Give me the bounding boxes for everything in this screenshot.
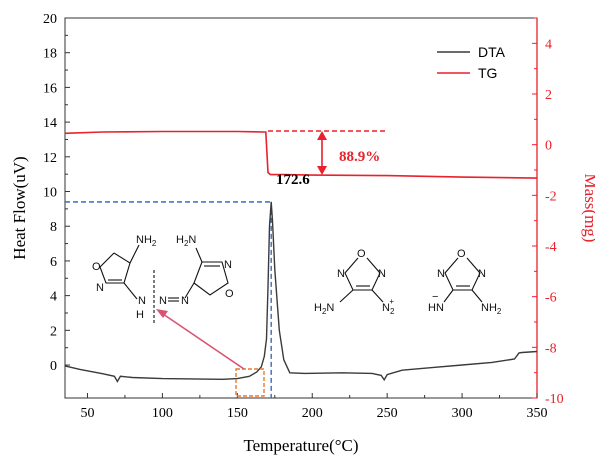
y-tick-label: 20 (43, 12, 57, 27)
left-o-label: O (92, 261, 101, 273)
y-tick-label: 2 (50, 324, 57, 339)
x-tick-label: 350 (527, 406, 548, 421)
diazonium-h2n-label: H2N (314, 302, 334, 316)
diazonium-n1-label: N (337, 268, 345, 280)
legend: DTA TG (437, 44, 506, 81)
anion-hn-label: HN (428, 302, 444, 314)
right-ring-o-label: O (225, 288, 234, 300)
y2-axis-ticks: -10 -8 -6 -4 -2 0 2 4 (532, 17, 564, 407)
azo-n2-label: N (181, 295, 189, 307)
y-tick-label: 0 (50, 359, 57, 374)
y2-axis-title: Mass(mg) (581, 174, 595, 243)
x-tick-label: 200 (302, 406, 323, 421)
y2-tick-label: -6 (545, 291, 557, 306)
x-axis-title: Temperature(°C) (243, 436, 358, 455)
diazonium-n2-label: N (378, 268, 386, 280)
y2-tick-label: -4 (545, 240, 557, 255)
right-ring-n-label: N (224, 259, 232, 271)
left-n-label: N (96, 282, 104, 294)
left-ring-nh2-bond (129, 244, 140, 264)
left-ring-nh-bond (123, 282, 138, 300)
y-tick-label: 14 (43, 116, 57, 131)
y-tick-label: 10 (43, 186, 57, 201)
y-axis-title: Heat Flow(uV) (10, 156, 29, 259)
y2-tick-label: -8 (545, 341, 557, 356)
y2-tick-label: 4 (545, 37, 552, 52)
legend-label-tg: TG (478, 65, 497, 81)
mass-loss-arrow-head-up (317, 131, 327, 140)
anion-ring-bonds (444, 257, 481, 291)
series-line-tg (64, 130, 538, 179)
series-line-dta (64, 201, 538, 383)
anion-n2-label: N (478, 268, 486, 280)
mass-loss-label: 88.9% (339, 149, 380, 165)
y2-tick-label: -10 (545, 392, 564, 407)
onset-arrow-shaft (162, 313, 245, 370)
diazonium-ring-bonds (344, 257, 381, 291)
anion-n1-label: N (437, 268, 445, 280)
left-nh2-label: NH2 (136, 234, 157, 248)
structure-anion (443, 257, 483, 303)
azo-n1-label: N (159, 295, 167, 307)
structure-diazonium (339, 257, 384, 303)
onset-highlight-box (235, 368, 265, 397)
x-tick-label: 100 (152, 406, 173, 421)
right-h2n-label: H2N (176, 234, 196, 248)
peak-temperature-label: 172.6 (276, 172, 310, 188)
diazonium-n-label: N2+ (382, 297, 395, 316)
y2-tick-label: 0 (545, 139, 552, 154)
x-tick-label: 300 (452, 406, 473, 421)
diazonium-o-label: O (357, 248, 366, 260)
y-tick-label: 16 (43, 81, 57, 96)
y-tick-label: 6 (50, 255, 57, 270)
onset-arrow-head (156, 309, 168, 318)
anion-nh2-bond (471, 289, 483, 303)
x-axis-ticks: 50 100 150 200 250 300 350 (80, 393, 548, 421)
mass-loss-arrow-head-down (317, 166, 327, 175)
diazonium-n2-bond (371, 289, 384, 303)
diazonium-nh2-bond (339, 289, 354, 303)
y2-tick-label: -2 (545, 189, 557, 204)
anion-minus-label: − (432, 291, 438, 303)
x-tick-label: 150 (227, 406, 248, 421)
y-tick-label: 18 (43, 47, 57, 62)
azo-bond-1 (184, 282, 195, 299)
x-tick-label: 250 (377, 406, 398, 421)
y-tick-label: 8 (50, 220, 57, 235)
plot-frame (64, 17, 538, 399)
structure-left-molecule (99, 244, 229, 325)
legend-label-dta: DTA (478, 44, 506, 60)
x-tick-label: 50 (80, 406, 94, 421)
anion-o-label: O (457, 248, 466, 260)
right-ring-bonds (193, 261, 229, 296)
right-ring-nh2-bond (195, 247, 203, 263)
y-tick-label: 12 (43, 151, 57, 166)
left-nh-h-label: H (136, 309, 144, 321)
y-axis-ticks: 0 2 4 6 8 10 12 14 16 18 20 (43, 12, 70, 374)
anion-hn-bond (443, 289, 454, 303)
y-tick-label: 4 (50, 290, 57, 305)
left-ring-bonds (99, 252, 131, 284)
y2-tick-label: 2 (545, 88, 552, 103)
anion-nh2-label: NH2 (481, 302, 502, 316)
left-nh-n-label: N (138, 295, 146, 307)
